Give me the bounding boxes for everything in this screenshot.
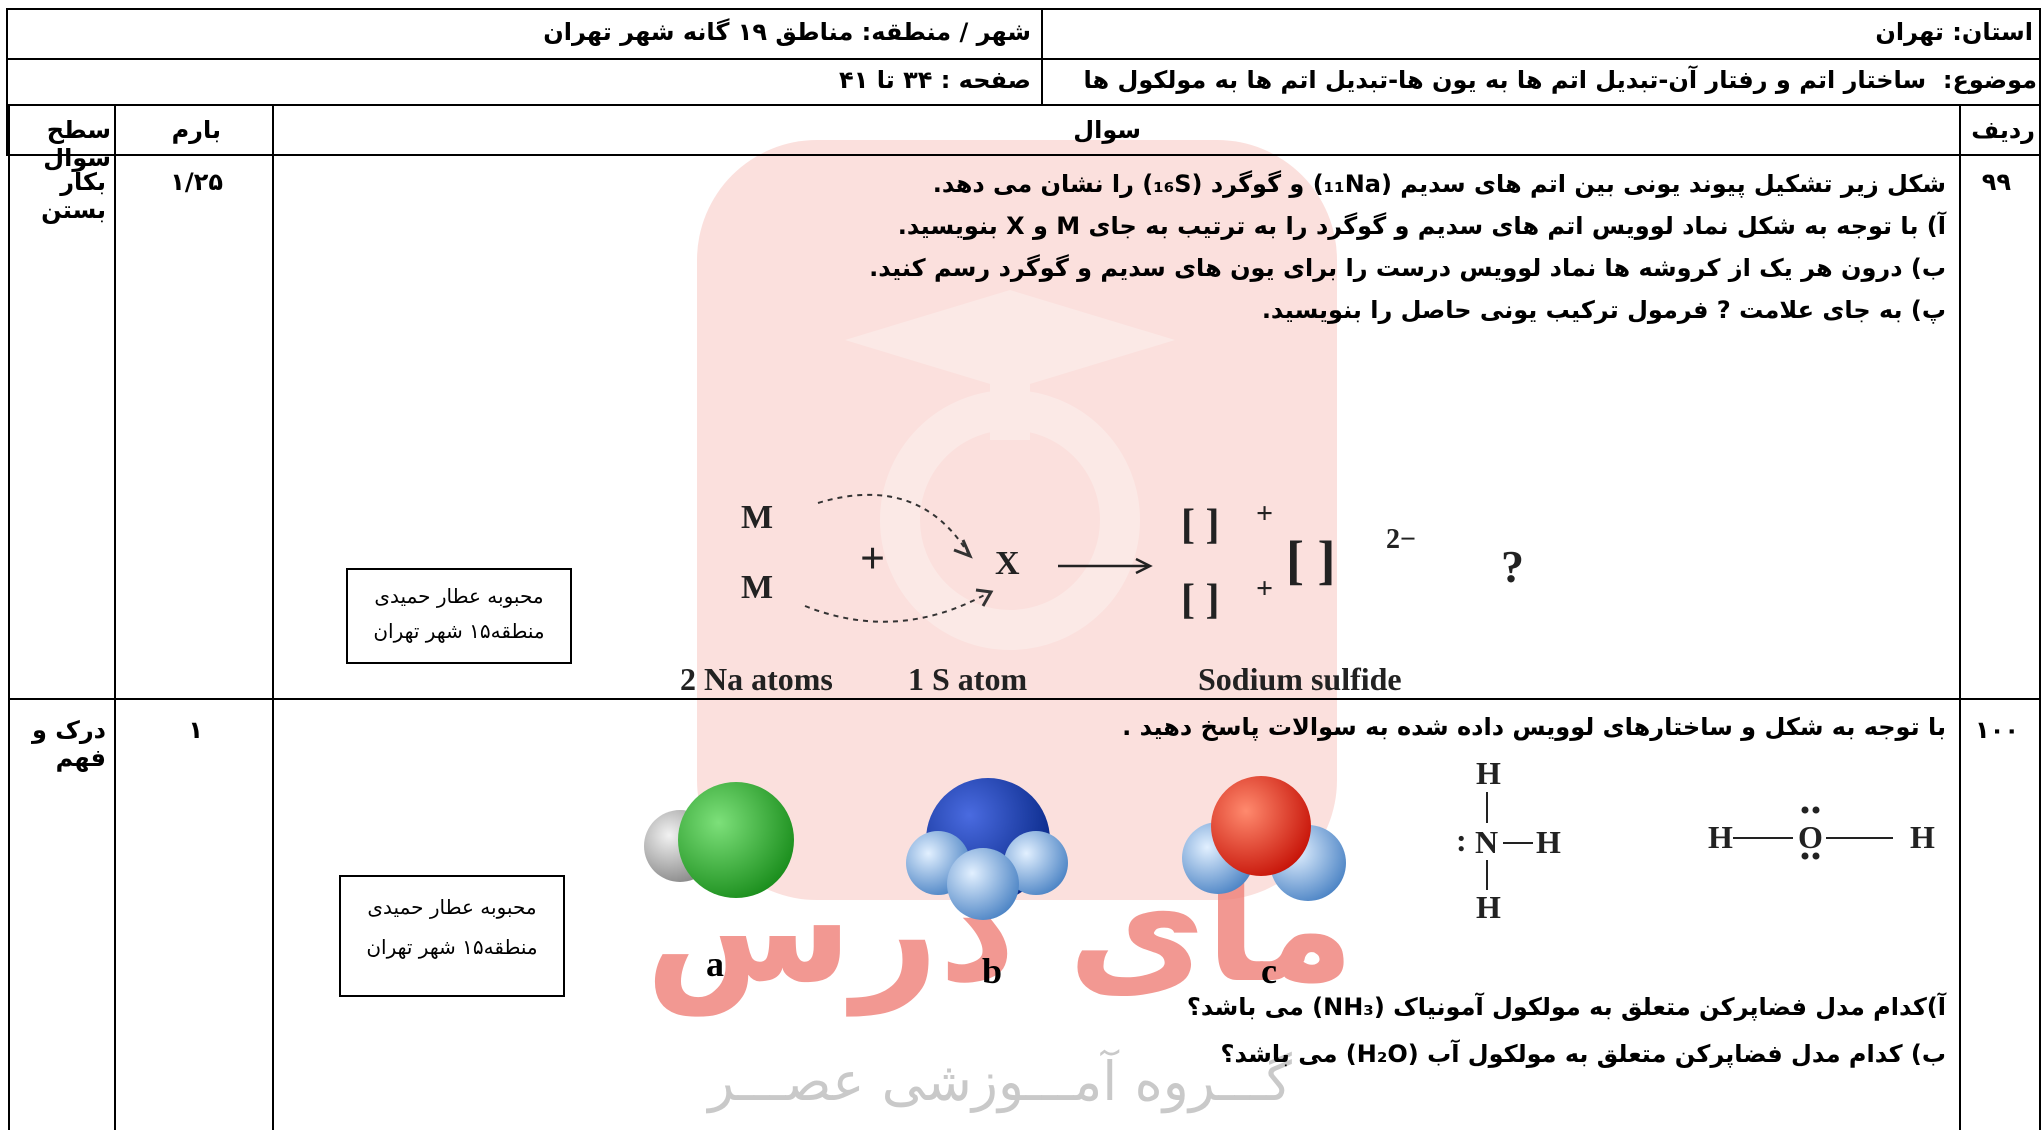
diagram-x: X: [995, 545, 1020, 582]
q100-score: ۱: [188, 716, 203, 744]
space-filling-models: a b c: [644, 776, 1346, 988]
q99-line-1: شکل زیر تشکیل پیوند یونی بین اتم های سدی…: [932, 170, 1946, 198]
q99-line-3: ب) درون هر یک از کروشه ها نماد لوویس درس…: [869, 254, 1946, 282]
nh3-h-bottom: H: [1476, 889, 1501, 925]
nh3-h-top: H: [1476, 755, 1501, 791]
teacher-region: منطقه۱۵ شهر تهران: [366, 935, 538, 959]
label-na-atoms: 2 Na atoms: [680, 661, 833, 697]
question-mark: ?: [1501, 541, 1524, 592]
teacher-name: محبوبه عطار حمیدی: [367, 895, 537, 919]
lewis-structures: H : N H H H O H: [1456, 755, 1935, 925]
h2o-o: O: [1798, 819, 1823, 855]
nh3-colon: :: [1456, 822, 1467, 858]
q99-level: بکار بستن: [41, 168, 106, 224]
model-c-label: c: [1261, 951, 1277, 988]
page-range-label: صفحه : ۳۴ تا ۴۱: [839, 66, 1031, 94]
col-header-row-no: ردیف: [1971, 116, 2035, 144]
charge-1: +: [1256, 497, 1273, 530]
exam-sheet: استان: تهران شهر / منطقه: مناطق ۱۹ گانه …: [6, 8, 2041, 1130]
charge-2: +: [1256, 572, 1273, 605]
q100-number: ۱۰۰: [1975, 716, 2019, 744]
q100-sub-line-2: ب) کدام مدل فضاپرکن متعلق به مولکول آب (…: [1220, 1040, 1946, 1068]
h2o-h-right: H: [1910, 819, 1935, 855]
label-product: Sodium sulfide: [1198, 661, 1402, 697]
model-c: c: [1182, 776, 1346, 988]
col-header-score: بارم: [171, 116, 221, 144]
bracket-3: [ ]: [1286, 530, 1335, 590]
q99-line-2: آ) با توجه به شکل نماد لوویس اتم های سدی…: [897, 212, 1946, 240]
ionic-bond-diagram: M M + X [ ] + [ ] + [ ] 2− ? 2 Na atoms …: [680, 493, 1524, 697]
teacher-name: محبوبه عطار حمیدی: [374, 584, 544, 608]
model-a-label: a: [706, 944, 724, 984]
province-label: استان: تهران: [1875, 18, 2033, 46]
q100-teacher-box: محبوبه عطار حمیدی منطقه۱۵ شهر تهران: [339, 875, 565, 997]
q100-level: درک و فهم: [32, 716, 106, 772]
charge-3: 2−: [1386, 524, 1416, 555]
q99-text: شکل زیر تشکیل پیوند یونی بین اتم های سدی…: [869, 163, 1946, 331]
q99-number: ۹۹: [1981, 168, 2011, 196]
topic-label: موضوع: ساختار اتم و رفتار آن-تبدیل اتم ه…: [1083, 66, 2037, 94]
q100-sub-line-1: آ)کدام مدل فضاپرکن متعلق به مولکول آمونی…: [1186, 993, 1946, 1021]
diagram-m2: M: [741, 569, 773, 606]
col-header-question: سوال: [1073, 116, 1141, 144]
diagram-m1: M: [741, 499, 773, 536]
q99-teacher-box: محبوبه عطار حمیدی منطقه۱۵ شهر تهران: [346, 568, 572, 664]
q99-score: ۱/۲۵: [170, 168, 223, 196]
model-a: a: [644, 782, 794, 984]
teacher-region: منطقه۱۵ شهر تهران: [373, 619, 545, 643]
model-b: b: [906, 778, 1068, 988]
bracket-2: [ ]: [1181, 577, 1219, 623]
diagram-plus: +: [860, 534, 885, 583]
q99-line-4: پ) به جای علامت ? فرمول ترکیب یونی حاصل …: [1261, 296, 1946, 324]
h2o-h-left: H: [1708, 819, 1733, 855]
q100-line-1: با توجه به شکل و ساختارهای لوویس داده شد…: [1122, 713, 1946, 741]
label-s-atom: 1 S atom: [908, 661, 1027, 697]
model-b-label: b: [982, 951, 1002, 988]
nh3-h-right: H: [1536, 824, 1561, 860]
col-header-level: سطح سوال: [43, 116, 111, 172]
nh3-n: N: [1475, 824, 1498, 860]
bracket-1: [ ]: [1181, 502, 1219, 548]
city-label: شهر / منطقه: مناطق ۱۹ گانه شهر تهران: [543, 18, 1031, 46]
